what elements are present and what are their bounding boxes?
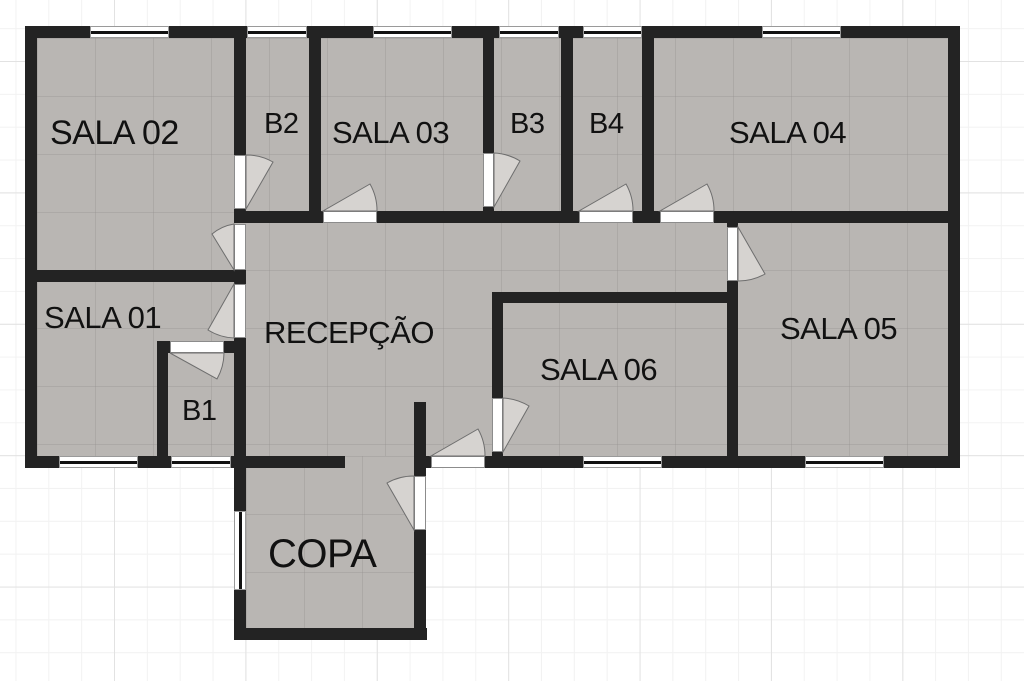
wall-b3-b4 [561, 26, 573, 222]
door-copa[interactable] [414, 476, 426, 530]
room-label-recepcao: RECEPÇÃO [264, 315, 434, 350]
room-label-b2: B2 [264, 108, 299, 140]
door-b3[interactable] [483, 153, 494, 207]
window-b3-top [499, 26, 559, 38]
room-label-sala-05: SALA 05 [780, 311, 898, 346]
door-b4[interactable] [579, 211, 633, 223]
window-copa-left [234, 511, 246, 590]
door-sala05[interactable] [727, 227, 738, 281]
door-b2[interactable] [234, 155, 246, 209]
door-b1[interactable] [170, 341, 224, 353]
wall-sala06-left [492, 292, 503, 468]
window-sala03-top [373, 26, 452, 38]
wall-sala06-top [492, 292, 738, 303]
window-sala02-top [90, 26, 169, 38]
window-sala04-top [762, 26, 841, 38]
room-label-b1: B1 [182, 395, 217, 427]
room-label-copa: COPA [268, 532, 377, 576]
room-label-sala-06: SALA 06 [540, 352, 658, 387]
window-sala05-bottom [805, 456, 884, 468]
room-label-sala-01: SALA 01 [44, 300, 162, 335]
room-label-b3: B3 [510, 108, 545, 140]
window-b2-top [247, 26, 307, 38]
room-label-sala-02: SALA 02 [50, 114, 179, 152]
window-sala06-bottom [583, 456, 662, 468]
door-sala03[interactable] [323, 211, 377, 223]
door-service[interactable] [431, 456, 485, 468]
window-b1-bottom [171, 456, 231, 468]
wall-sala03-b3 [483, 26, 494, 222]
room-label-b4: B4 [589, 108, 624, 140]
door-sala02[interactable] [234, 224, 246, 270]
window-b4-top [583, 26, 642, 38]
door-sala04[interactable] [660, 211, 714, 223]
wall-sala02-sala01 [25, 270, 246, 282]
door-sala06[interactable] [492, 398, 503, 452]
room-label-sala-04: SALA 04 [729, 115, 847, 150]
wall-sala05-left [727, 211, 738, 468]
wall-b4-sala04 [642, 26, 654, 222]
wall-outer-left [25, 26, 37, 468]
window-sala01-bottom [59, 456, 138, 468]
wall-b2-sala03 [309, 26, 321, 222]
room-label-sala-03: SALA 03 [332, 115, 450, 150]
wall-outer-right [948, 26, 960, 468]
wall-copa-bottom [234, 628, 427, 640]
door-sala01[interactable] [234, 284, 246, 338]
wall-b1-left [157, 341, 168, 468]
